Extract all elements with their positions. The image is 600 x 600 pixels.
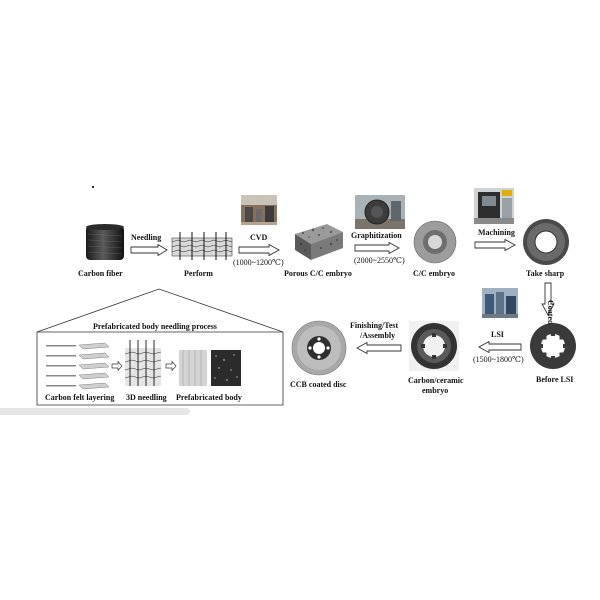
machining-label: Machining xyxy=(478,228,515,237)
carbon-fiber-label: Carbon fiber xyxy=(78,269,123,278)
inset-frame xyxy=(36,288,284,406)
machining-arrow xyxy=(474,239,516,251)
coated-label: Coated xyxy=(546,300,555,325)
prefabricated-body-image xyxy=(179,350,241,386)
porous-cc-image xyxy=(295,224,343,260)
carbon-fiber-image xyxy=(86,224,124,260)
porous-cc-label: Porous C/C embryo xyxy=(284,269,352,278)
dot-mark xyxy=(92,186,94,188)
graphitization-furnace-image xyxy=(355,195,405,229)
cc-embryo-label: C/C embryo xyxy=(413,269,455,278)
needling-3d-image xyxy=(124,340,162,386)
ccb-disc-label: CCB coated disc xyxy=(290,380,347,389)
perform-label: Perform xyxy=(184,269,213,278)
graphitization-arrow xyxy=(354,242,400,254)
machining-image xyxy=(474,188,514,224)
coated-arrow xyxy=(541,282,555,316)
horizontal-scrollbar[interactable] xyxy=(0,408,190,415)
carbon-ceramic-label-line2: embryo xyxy=(422,386,449,395)
cvd-temp-label: (1000~1200℃) xyxy=(233,258,284,267)
ccb-disc-image xyxy=(291,320,347,376)
prefabricated-body-label: Prefabricated body xyxy=(176,393,242,402)
cc-embryo-image xyxy=(413,220,457,264)
take-sharp-label: Take sharp xyxy=(526,269,565,278)
finishing-arrow xyxy=(356,342,402,354)
graphitization-label: Graphitization xyxy=(351,231,402,240)
carbon-ceramic-image xyxy=(409,321,459,371)
before-lsi-label: Before LSI xyxy=(536,375,574,384)
cvd-furnace-image xyxy=(241,195,277,225)
lsi-label: LSI xyxy=(491,330,504,339)
inset-title: Prefabricated body needling process xyxy=(93,322,217,331)
carbon-ceramic-label-line1: Carbon/ceramic xyxy=(408,376,464,385)
finishing-label-line1: Finishing/Test xyxy=(350,321,399,330)
carbon-felt-layering-image xyxy=(46,342,110,390)
lsi-furnace-image xyxy=(482,288,518,318)
graphitization-temp-label: (2000~2550℃) xyxy=(354,256,405,265)
before-lsi-image xyxy=(530,323,576,369)
inset-arrow-2 xyxy=(165,361,177,371)
needling-label: Needling xyxy=(131,233,162,242)
perform-image xyxy=(171,232,233,260)
lsi-temp-label: (1500~1800℃) xyxy=(473,355,524,364)
take-sharp-image xyxy=(523,219,569,265)
finishing-label-line2: /Assembly xyxy=(360,331,396,340)
needling-arrow xyxy=(130,244,168,256)
cvd-label: CVD xyxy=(250,233,268,242)
needling-3d-label: 3D needling xyxy=(126,393,167,402)
inset-arrow-1 xyxy=(111,361,123,371)
carbon-felt-layering-label: Carbon felt layering xyxy=(45,393,115,402)
cvd-arrow xyxy=(238,244,280,256)
lsi-arrow xyxy=(478,341,522,353)
